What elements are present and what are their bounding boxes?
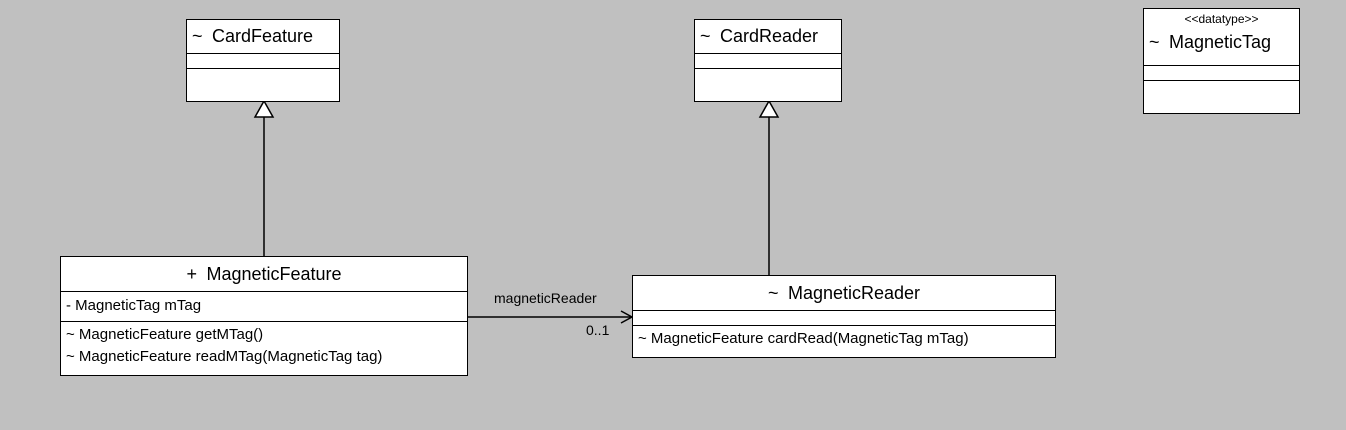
class-magneticfeature-visibility: +	[186, 263, 197, 284]
class-cardfeature[interactable]: ~ CardFeature	[186, 19, 340, 102]
class-magneticreader-attributes	[633, 310, 1055, 325]
class-magneticreader-header: ~ MagneticReader	[633, 276, 1055, 310]
class-magnetictag[interactable]: <<datatype>> ~ MagneticTag	[1143, 8, 1300, 114]
association-multiplicity-label: 0..1	[586, 322, 610, 338]
class-magneticfeature[interactable]: + MagneticFeature - MagneticTag mTag ~ Ma…	[60, 256, 468, 376]
class-magneticfeature-name: MagneticFeature	[206, 263, 342, 284]
operation-item: ~ MagneticFeature readMTag(MagneticTag t…	[66, 348, 383, 365]
operation-item: ~ MagneticFeature cardRead(MagneticTag m…	[638, 330, 969, 347]
class-magnetictag-header: <<datatype>> ~ MagneticTag	[1144, 9, 1299, 65]
class-cardfeature-attributes	[187, 53, 339, 68]
generalization-arrowhead-cardreader	[758, 99, 780, 118]
operation-item: ~ MagneticFeature getMTag()	[66, 326, 264, 343]
class-magneticreader-operations: ~ MagneticFeature cardRead(MagneticTag m…	[633, 325, 1055, 357]
class-magneticfeature-operations: ~ MagneticFeature getMTag() ~ MagneticFe…	[61, 321, 467, 375]
class-magnetictag-stereotype: <<datatype>>	[1184, 12, 1259, 26]
class-magnetictag-title: ~ MagneticTag	[1144, 26, 1299, 58]
class-cardreader-header: ~ CardReader	[695, 20, 841, 53]
class-magneticreader-visibility: ~	[767, 282, 779, 303]
class-magneticfeature-attributes: - MagneticTag mTag	[61, 291, 467, 321]
class-cardreader[interactable]: ~ CardReader	[694, 19, 842, 102]
class-cardreader-operations	[695, 68, 841, 101]
class-cardfeature-visibility: ~	[192, 26, 203, 46]
attribute-item: - MagneticTag mTag	[66, 297, 202, 314]
class-magnetictag-name: MagneticTag	[1169, 31, 1272, 52]
class-magnetictag-visibility: ~	[1149, 31, 1160, 52]
class-cardfeature-header: ~ CardFeature	[187, 20, 339, 53]
class-magnetictag-operations	[1144, 80, 1299, 113]
class-magneticfeature-header: + MagneticFeature	[61, 257, 467, 291]
association-role-label: magneticReader	[494, 290, 597, 306]
class-cardreader-visibility: ~	[700, 26, 711, 46]
class-cardfeature-operations	[187, 68, 339, 101]
class-cardreader-attributes	[695, 53, 841, 68]
generalization-arrowhead-cardfeature	[253, 99, 275, 118]
class-magnetictag-attributes	[1144, 65, 1299, 80]
class-cardreader-name: CardReader	[720, 26, 819, 46]
class-cardfeature-name: CardFeature	[212, 26, 314, 46]
class-magneticreader-name: MagneticReader	[787, 282, 921, 303]
class-magneticreader[interactable]: ~ MagneticReader ~ MagneticFeature cardRe…	[632, 275, 1056, 358]
